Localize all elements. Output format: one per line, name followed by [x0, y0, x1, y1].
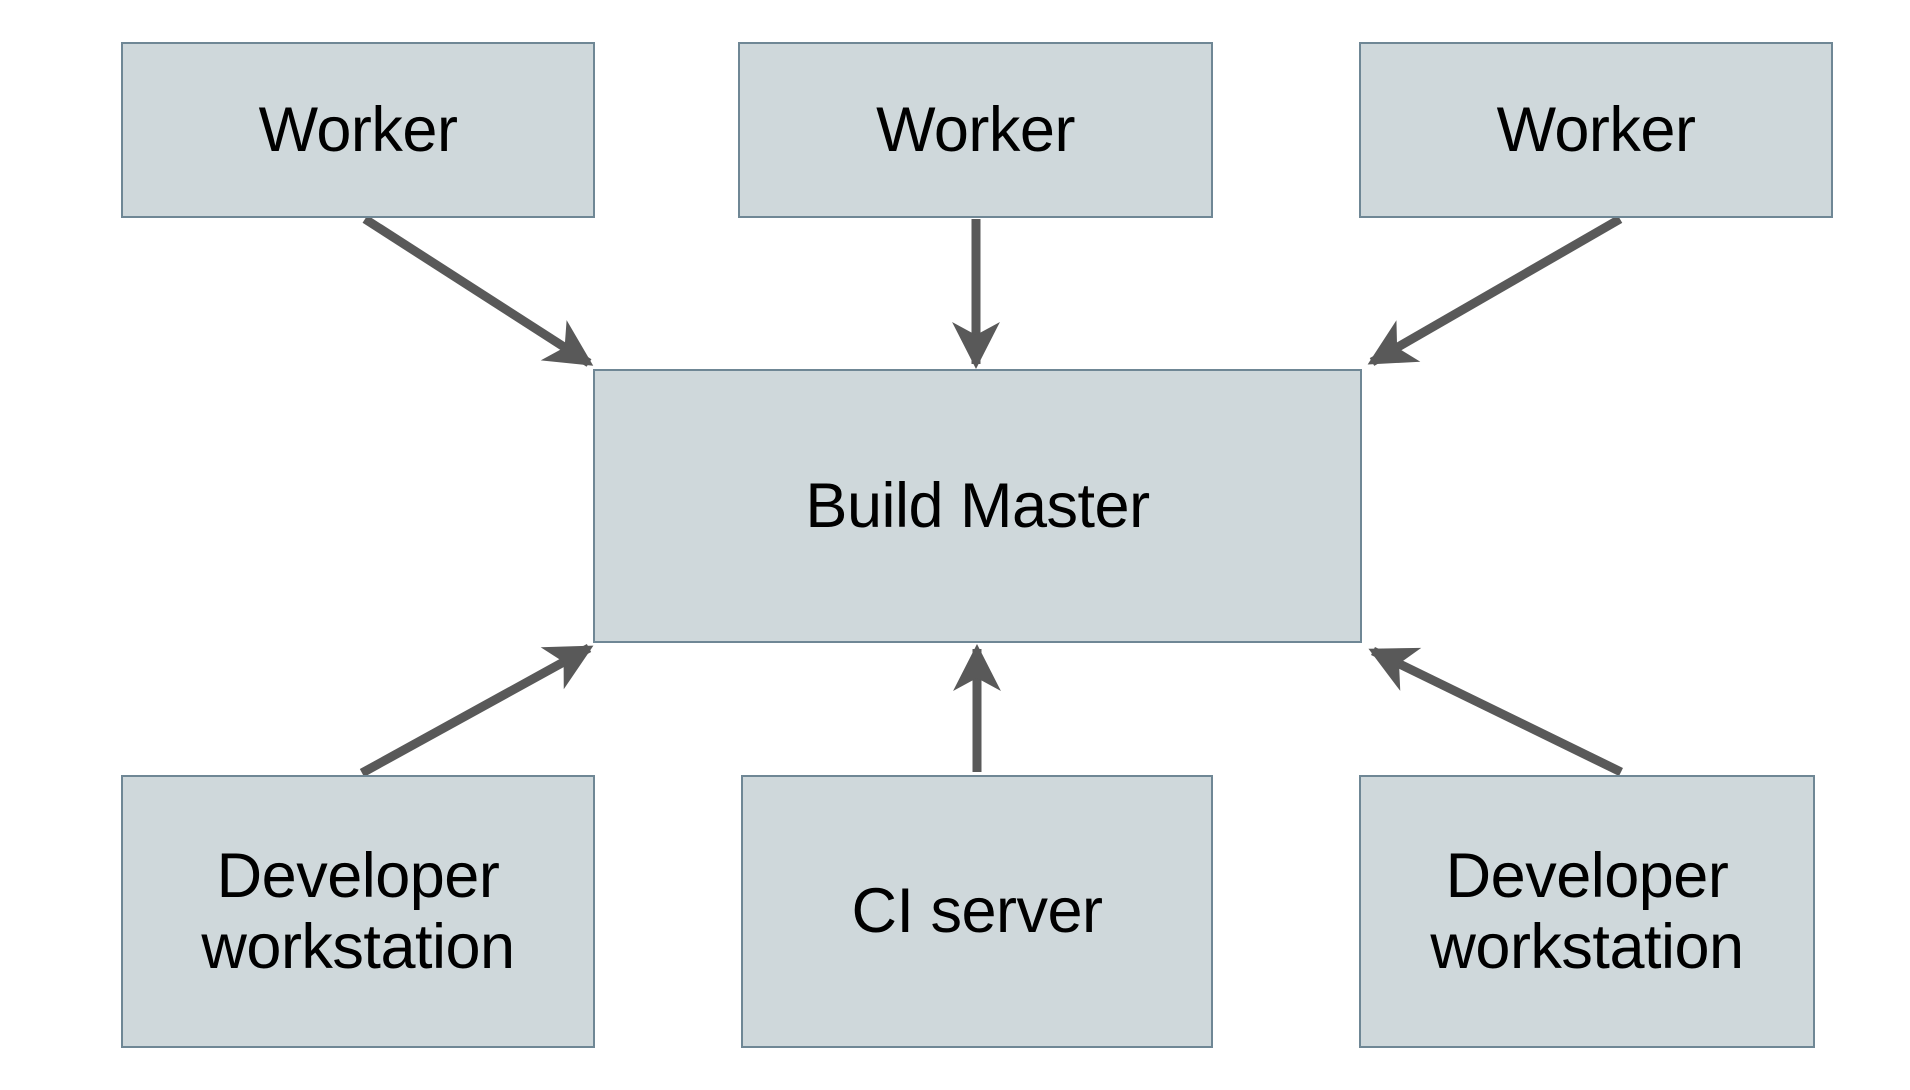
node-worker-left[interactable]: Worker	[121, 42, 595, 218]
node-developer-workstation-left-label: Developer workstation	[201, 840, 515, 982]
edge-dev-left-to-master	[359, 644, 594, 777]
node-developer-workstation-right-label: Developer workstation	[1430, 840, 1744, 982]
node-build-master[interactable]: Build Master	[593, 369, 1362, 643]
edge-worker-left-to-master	[362, 215, 594, 367]
node-ci-server-label: CI server	[851, 876, 1103, 947]
node-developer-workstation-left[interactable]: Developer workstation	[121, 775, 595, 1048]
node-worker-center-label: Worker	[876, 94, 1075, 165]
node-worker-right-label: Worker	[1496, 94, 1696, 165]
node-worker-center[interactable]: Worker	[738, 42, 1213, 218]
node-worker-right[interactable]: Worker	[1359, 42, 1833, 218]
edge-dev-right-to-master	[1368, 646, 1623, 777]
node-ci-server[interactable]: CI server	[741, 775, 1213, 1048]
node-developer-workstation-right[interactable]: Developer workstation	[1359, 775, 1815, 1048]
edge-worker-right-to-master	[1367, 215, 1623, 366]
node-build-master-label: Build Master	[805, 470, 1150, 541]
node-worker-left-label: Worker	[258, 94, 458, 165]
